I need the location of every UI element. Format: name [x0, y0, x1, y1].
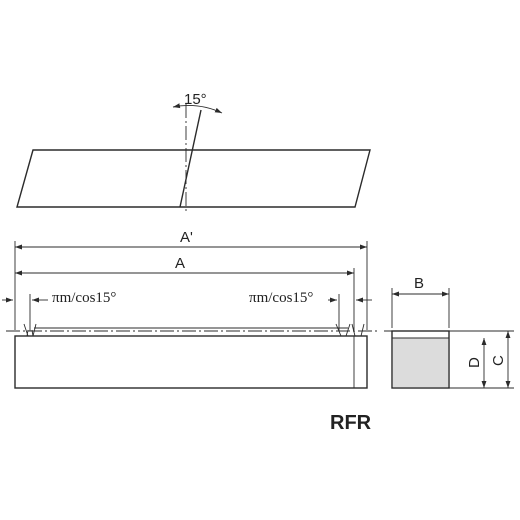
side-view: [384, 330, 455, 389]
dimension-d-label: D: [466, 357, 483, 368]
dimension-b-label: B: [414, 275, 424, 292]
dimension-a-prime: A': [14, 229, 368, 330]
dimension-c: C: [490, 331, 511, 388]
section-fill: [393, 338, 448, 387]
pitch-dimension-left: πm/cos15°: [2, 290, 116, 331]
dimension-a-prime-label: A': [180, 229, 193, 246]
rack-body: [14, 335, 368, 389]
dimension-a-label: A: [175, 255, 185, 272]
helix-line: [179, 109, 202, 208]
top-view: 15°: [16, 91, 371, 214]
angle-label: 15°: [184, 91, 207, 108]
angle-arc: [172, 103, 223, 114]
dimension-c-label: C: [490, 355, 507, 366]
tooth-right: [335, 323, 365, 337]
product-code: RFR: [330, 412, 372, 434]
dimension-a: A: [15, 255, 355, 330]
tooth-left: [23, 323, 37, 337]
skewed-rack-outline: [16, 149, 371, 208]
dimension-b: B: [391, 275, 450, 328]
front-view: [6, 323, 380, 389]
pitch-label-left: πm/cos15°: [52, 290, 116, 306]
dimension-d: D: [449, 330, 514, 389]
pitch-label-right: πm/cos15°: [249, 290, 313, 306]
pitch-dimension-right: πm/cos15°: [249, 290, 372, 331]
